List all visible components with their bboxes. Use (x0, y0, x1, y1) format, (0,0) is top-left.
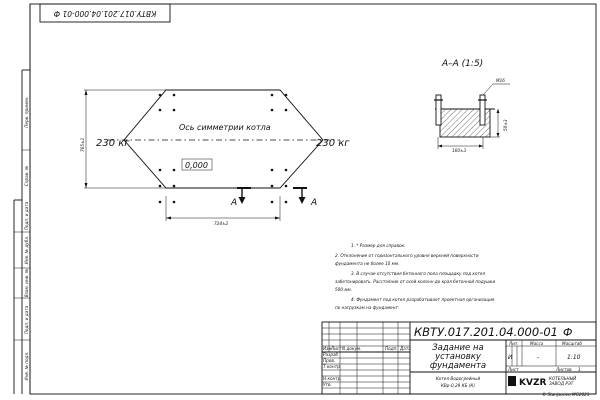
strip-label-3: Инв. № дубл. (24, 236, 29, 265)
title-name-1: Задание на (432, 343, 484, 353)
cut-left-label: А (230, 198, 237, 208)
strip-label-6: Инв. № подл. (24, 352, 29, 381)
level-mark-box (181, 158, 213, 171)
note-1: 2. Отклонение от горизонтального уровня … (335, 253, 479, 258)
title-desc-2: КВр-0,29 КБ (К) (441, 383, 475, 388)
dim-height-text: 765±2 (80, 137, 85, 152)
mass-value: - (537, 354, 539, 361)
col-ndoc: N докум. (342, 346, 361, 351)
title-desc-1: Котел Водогрейный (436, 376, 481, 381)
dim-width-text: 724±2 (214, 221, 229, 226)
title-code-suffix: Ф (563, 326, 572, 339)
section-aa: А–А (1:5) М16 50±3 160 (434, 59, 510, 153)
logo-text: KVZR (519, 378, 546, 388)
row-prov: Пров. (323, 358, 335, 363)
load-left-label: 230 кг (96, 138, 130, 149)
company-line-2: ЗАВОД РЭТ (549, 381, 574, 386)
top-stamp: КВТУ.017.201.04.000-01 Ф (39, 3, 171, 23)
left-strip: Перв. примен. Справ. № Подп. и дата Инв.… (13, 4, 31, 394)
row-utv: Утв. (323, 382, 332, 387)
scale-value: 1:10 (567, 354, 581, 361)
scale-label: Масштаб (562, 341, 582, 346)
title-name-3: фундамента (430, 361, 486, 371)
depth-label: 50±3 (503, 119, 508, 131)
title-block: КВТУ.017.201.04.000-01 Ф Изм Лист N доку… (321, 321, 597, 397)
level-mark: 0,000 (185, 161, 208, 170)
row-nkontr: Н.контр. (323, 376, 342, 381)
axis-label: Ось симметрии котла (179, 123, 271, 132)
title-code: КВТУ.017.201.04.000-01 (414, 325, 558, 339)
note-2: фундамента не более 10 мм. (335, 261, 399, 266)
width-label: 160±3 (452, 148, 467, 153)
col-list: Лист (330, 346, 342, 351)
section-title: А–А (1:5) (441, 59, 483, 69)
note-4: забетонировать. Расстояние от осей колон… (335, 279, 495, 284)
note-3: 3. В случае отсутствия бетонного пола пл… (351, 271, 485, 276)
lit-value: И (508, 354, 513, 361)
note-5: 500 мм. (335, 287, 352, 292)
anchor-bolts (434, 94, 487, 126)
company-logo: KVZR КОТЕЛЬНЫЙ ЗАВОД РЭТ (508, 376, 577, 388)
col-podp: Подп. (385, 346, 398, 351)
strip-label-5: Подп. и дата (24, 305, 29, 334)
lit-label: Лит. (508, 341, 519, 346)
notes: 1. * Размер для справок. 2. Отклонение о… (335, 243, 495, 310)
sheets-value: 1 (578, 367, 581, 372)
row-razrab: Разраб (323, 352, 339, 357)
title-name-2: установку (434, 352, 482, 362)
strip-label-0: Перв. примен. (24, 96, 29, 127)
mass-label: Масса (530, 341, 544, 346)
watermark: © Stanjsonvo MG2021 (542, 392, 590, 397)
top-stamp-text: КВТУ.017.201.04.000-01 Ф (53, 9, 156, 18)
foundation-outline (123, 89, 324, 189)
note-0: 1. * Размер для справок. (351, 243, 405, 248)
strip-label-1: Справ. № (24, 165, 29, 186)
note-7: по нагрузкам на фундамент. (335, 305, 399, 310)
cut-marker-left: А (230, 187, 251, 208)
plan-view: 230 кг 230 кг Ось симметрии котла 0,000 … (80, 89, 350, 226)
company-line-1: КОТЕЛЬНЫЙ (549, 376, 577, 381)
strip-label-4: Взам. инв. № (24, 268, 29, 297)
cut-right-label: А (310, 198, 317, 208)
sheet-label: Лист (507, 367, 519, 372)
sheets-label: Листов (555, 367, 572, 372)
col-izm: Изм (323, 346, 332, 351)
load-right-label: 230 кг (316, 138, 350, 149)
column-points (158, 93, 288, 204)
col-data: Дата (399, 346, 411, 351)
row-tkontr: Т.контр. (323, 364, 341, 369)
note-6: 4. Фундамент под котел разрабатывает про… (351, 297, 495, 302)
cut-marker-right: А (293, 187, 317, 208)
strip-label-2: Подп. и дата (24, 201, 29, 230)
bolt-label: М16 (496, 78, 505, 83)
